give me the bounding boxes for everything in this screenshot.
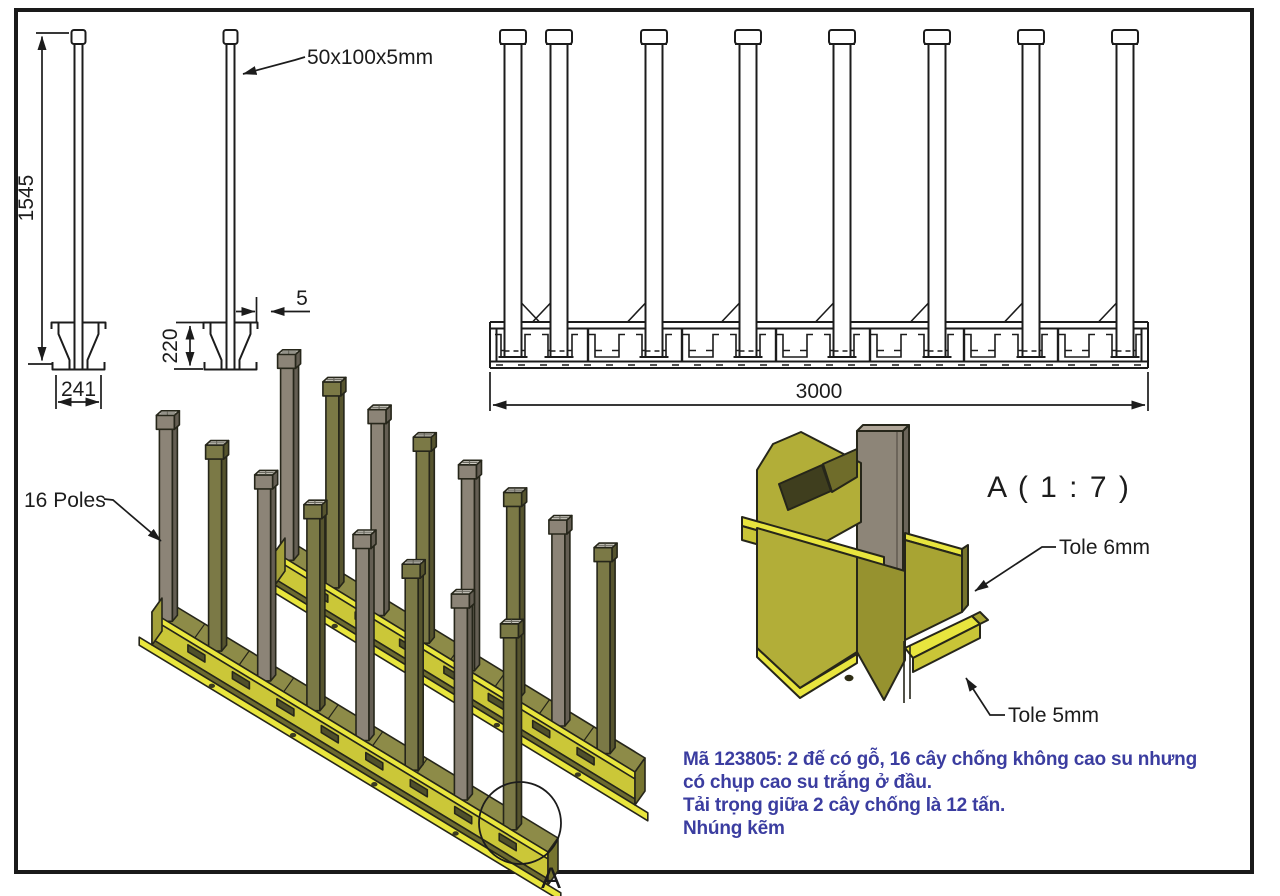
callout-tole-bottom: Tole 5mm: [1008, 704, 1099, 727]
dim-5: 5: [296, 287, 308, 310]
note-line-1: Mã 123805: 2 đế có gỗ, 16 cây chống khôn…: [683, 748, 1197, 770]
note-line-4: Nhúng kẽm: [683, 818, 785, 839]
detail-title: A ( 1 : 7 ): [987, 471, 1131, 504]
callout-16-poles: 16 Poles: [24, 489, 162, 542]
pole-gussets: [520, 302, 1118, 323]
pole-cap: [222, 29, 239, 45]
notes-block: Mã 123805: 2 đế có gỗ, 16 cây chống khôn…: [683, 748, 1197, 839]
rail-dividers: [586, 329, 1060, 361]
section-mark-a: A: [541, 862, 561, 895]
dimension-thickness: 5: [236, 287, 310, 322]
callout-tole-top: Tole 6mm: [1059, 536, 1150, 559]
callout-50x100x5mm: 50x100x5mm: [307, 46, 433, 69]
detail-circle-a: [478, 781, 562, 865]
dimension-base-height: 220: [159, 321, 203, 370]
pole-cap: [70, 29, 87, 45]
iso-pole: [401, 558, 427, 772]
rail-body: [489, 321, 1149, 369]
iso-pole: [276, 348, 302, 562]
view-rack-front: 3000: [489, 29, 1149, 411]
view-pole-base-detail: 50x100x5mm 5 220: [159, 29, 433, 371]
view-rack-isometric: A 16 Poles: [24, 348, 649, 896]
iso-pole: [204, 439, 230, 652]
iso-pole: [593, 542, 618, 755]
note-line-3: Tải trọng giữa 2 cây chống là 12 tấn.: [683, 795, 1005, 816]
iso-pole: [303, 499, 328, 712]
callout-poles-count: 16 Poles: [24, 489, 106, 512]
callout-tole-6mm: Tole 6mm: [974, 536, 1150, 592]
note-line-2: có chụp cao su trắng ở đầu.: [683, 771, 932, 793]
view-detail-a: A ( 1 : 7 ) Tole 6mm Tole 5mm: [741, 424, 1150, 727]
iso-pole: [499, 618, 525, 831]
dim-220: 220: [159, 328, 182, 363]
iso-pole: [352, 529, 377, 742]
callout-tole-5mm: Tole 5mm: [965, 677, 1099, 727]
dim-241: 241: [61, 378, 96, 401]
dimension-base-width: 241: [55, 375, 102, 409]
dimension-length: 3000: [489, 372, 1149, 411]
iso-pole: [253, 469, 279, 682]
dim-3000: 3000: [796, 380, 843, 403]
callout-pole-section: 50x100x5mm: [242, 46, 433, 75]
dimension-height: 1545: [15, 32, 69, 365]
iso-pole: [155, 409, 181, 623]
detail-bracket: [741, 431, 989, 703]
iso-pole: [548, 514, 573, 727]
iso-pole: [450, 588, 476, 801]
dim-1545: 1545: [15, 175, 38, 222]
view-single-pole-front: 1545 241: [15, 29, 107, 409]
drawing-border: [14, 8, 1254, 874]
iso-pole: [322, 376, 347, 589]
